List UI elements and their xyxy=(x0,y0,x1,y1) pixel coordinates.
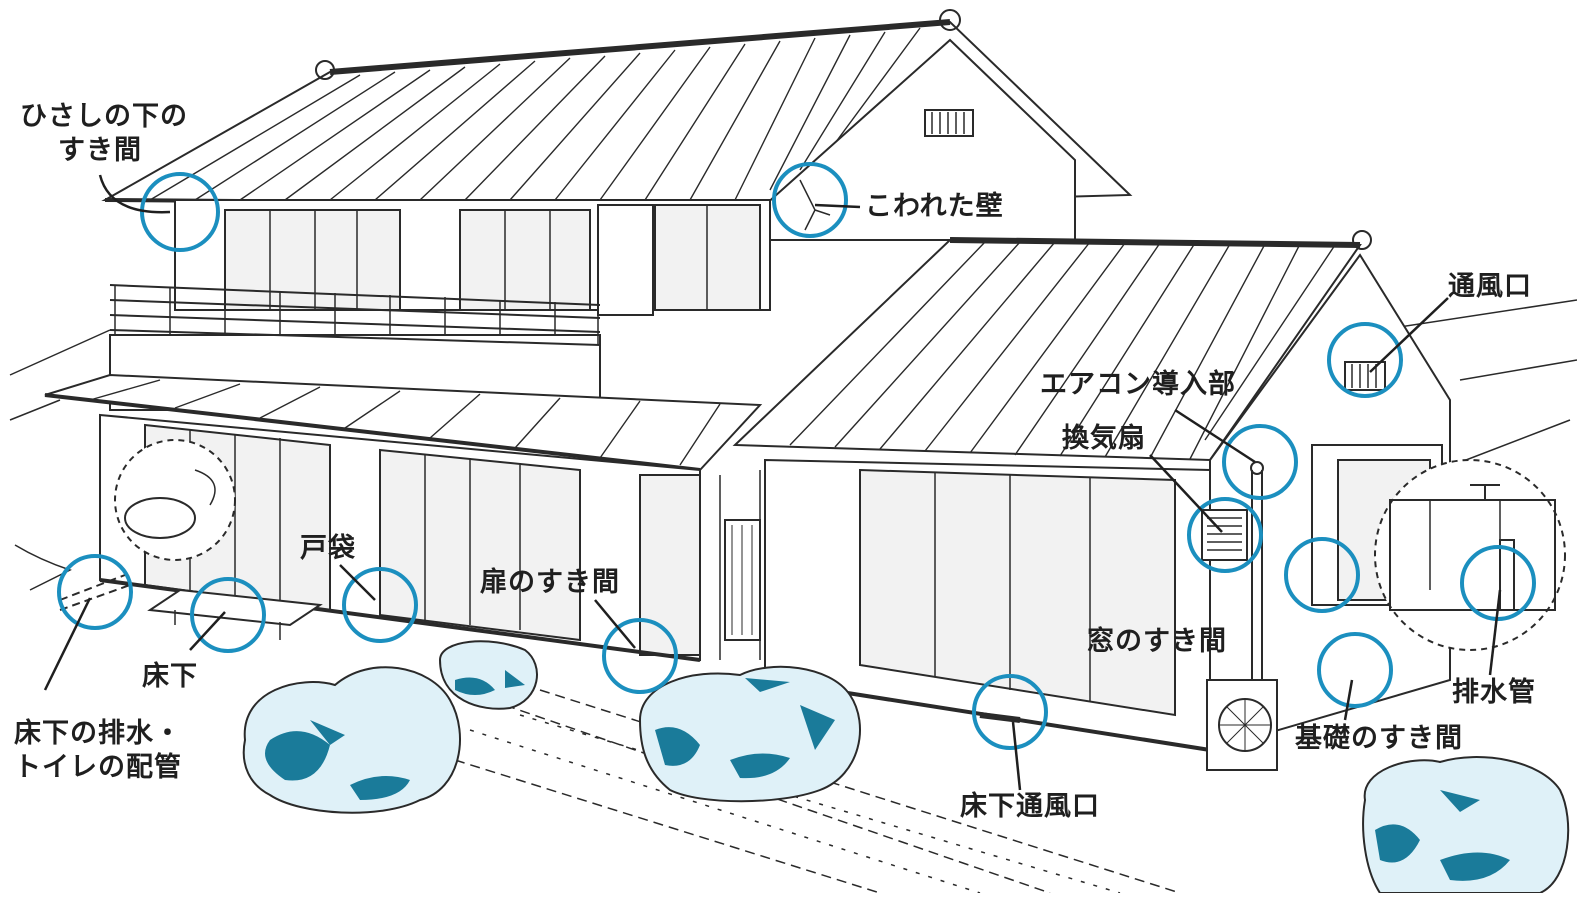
label-door-gap: 扉のすき間 xyxy=(480,567,620,598)
label-broken-wall: こわれた壁 xyxy=(865,191,1004,222)
leader-lines xyxy=(43,174,1502,791)
ring-foundation-gap xyxy=(1317,632,1393,708)
label-fan: 換気扇 xyxy=(1062,423,1146,454)
ring-fan xyxy=(1187,497,1263,573)
drain-inset xyxy=(1374,459,1566,651)
ring-floor-vent xyxy=(972,674,1048,750)
ring-door-pocket xyxy=(342,567,418,643)
annex-wall xyxy=(764,458,1278,771)
label-door-pocket: 戸袋 xyxy=(300,533,356,564)
ring-aircon xyxy=(1222,424,1298,500)
ring-gable-window xyxy=(1284,537,1360,613)
ring-eaves xyxy=(140,172,220,252)
shrubs xyxy=(242,640,1570,894)
label-underfloor: 床下 xyxy=(142,661,198,692)
label-drain-pipe: 排水管 xyxy=(1452,677,1536,708)
label-eaves-line-2: すき間 xyxy=(58,135,142,166)
second-floor xyxy=(174,199,771,316)
label-eaves-gap: ひさしの下の すき間 xyxy=(20,100,188,168)
gable-wall xyxy=(764,38,1076,241)
label-foundation-gap: 基礎のすき間 xyxy=(1295,723,1463,754)
ring-drain-toilet xyxy=(57,554,133,630)
porch-roof xyxy=(44,373,763,472)
label-drain-toilet: 床下の排水・ トイレの配管 xyxy=(14,717,182,785)
ring-vent xyxy=(1327,322,1403,398)
label-aircon: エアコン導入部 xyxy=(1040,369,1236,400)
label-drain-toilet-line-2: トイレの配管 xyxy=(14,752,182,783)
ring-broken-wall xyxy=(772,162,848,238)
label-window-gap: 窓のすき間 xyxy=(1087,626,1227,657)
ring-underfloor xyxy=(190,577,266,653)
callout-rings xyxy=(57,162,1536,750)
ring-door-gap xyxy=(602,618,678,694)
ring-drain-pipe xyxy=(1460,545,1536,621)
annex-roof xyxy=(732,230,1372,462)
label-drain-toilet-line-1: 床下の排水・ xyxy=(14,718,182,749)
label-eaves-line-1: ひさしの下の xyxy=(20,101,188,132)
label-vent: 通風口 xyxy=(1448,271,1532,302)
toilet-inset xyxy=(14,439,323,640)
label-floor-vent: 床下通風口 xyxy=(960,791,1100,822)
